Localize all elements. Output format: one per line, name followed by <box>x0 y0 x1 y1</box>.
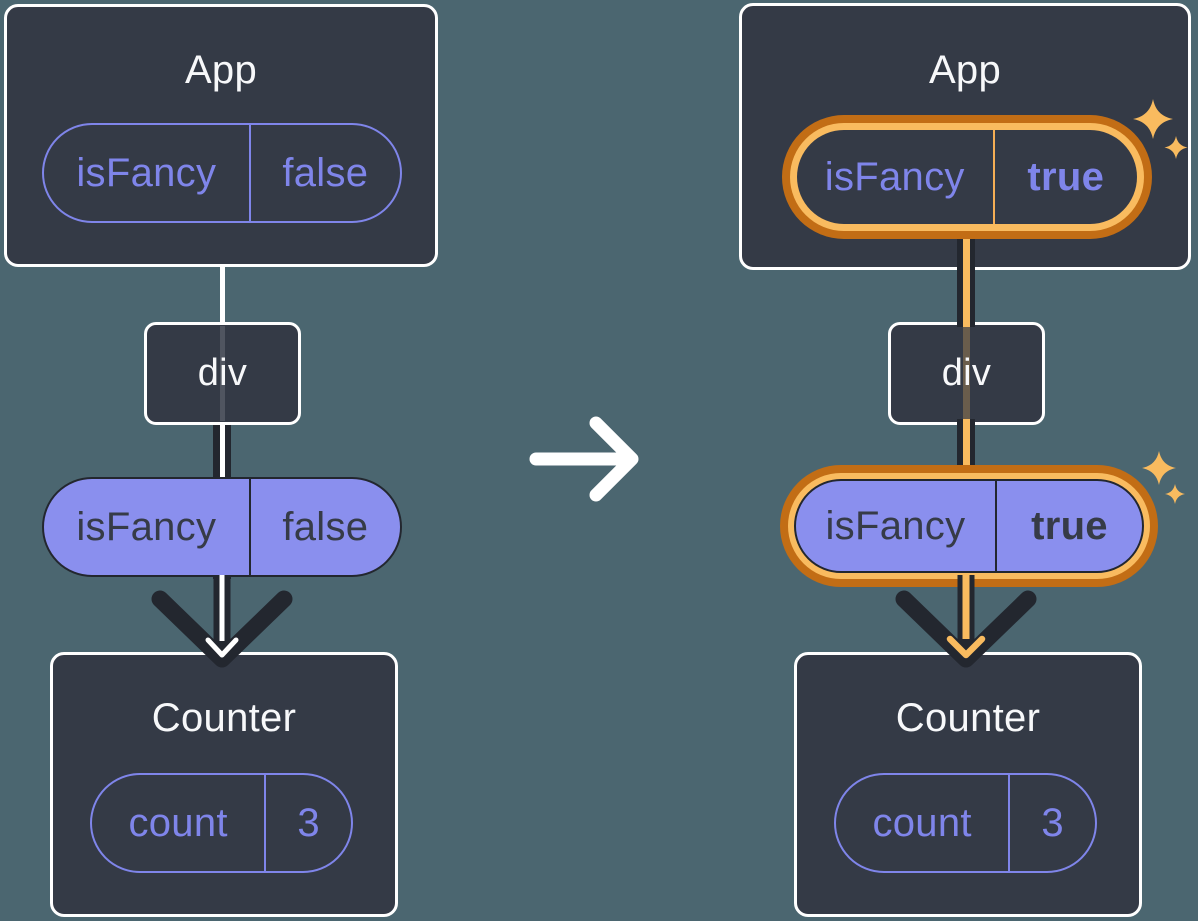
state-value: false <box>248 125 400 221</box>
line-through-div <box>219 326 225 421</box>
counter-title: Counter <box>895 695 1041 740</box>
app-to-div-connector-line <box>219 264 225 324</box>
prop-value: true <box>994 481 1142 571</box>
down-arrow-icon <box>151 575 293 668</box>
state-value: 3 <box>1008 775 1095 871</box>
state-value: true <box>992 130 1138 224</box>
state-name: count <box>128 800 228 845</box>
sparkles-icon <box>1142 451 1185 504</box>
state-value: 3 <box>264 775 351 871</box>
dom-div-node <box>888 322 1045 425</box>
app-state-pill-highlighted: isFancy true <box>782 115 1152 239</box>
state-name: isFancy <box>76 150 217 195</box>
down-arrow-icon <box>895 575 1037 668</box>
transition-arrow-icon <box>529 416 639 502</box>
prop-flow-line-core <box>962 236 970 326</box>
state-name: isFancy <box>824 154 965 199</box>
passed-prop-pill-highlighted: isFancy true <box>780 465 1158 587</box>
app-state-pill: isFancy false <box>42 123 402 223</box>
count-state-pill: count 3 <box>90 773 353 873</box>
div-label: div <box>941 352 992 394</box>
line-through-div <box>962 326 970 421</box>
app-title: App <box>184 47 258 92</box>
prop-value: false <box>248 479 400 575</box>
counter-title: Counter <box>151 695 297 740</box>
prop-name: isFancy <box>76 504 217 549</box>
state-name: count <box>872 800 972 845</box>
dom-div-node <box>144 322 301 425</box>
passed-prop-pill: isFancy false <box>42 477 402 577</box>
count-state-pill: count 3 <box>834 773 1097 873</box>
div-label: div <box>197 352 248 394</box>
app-title: App <box>928 47 1002 92</box>
prop-name: isFancy <box>825 503 966 548</box>
sparkles-icon <box>1133 99 1188 159</box>
